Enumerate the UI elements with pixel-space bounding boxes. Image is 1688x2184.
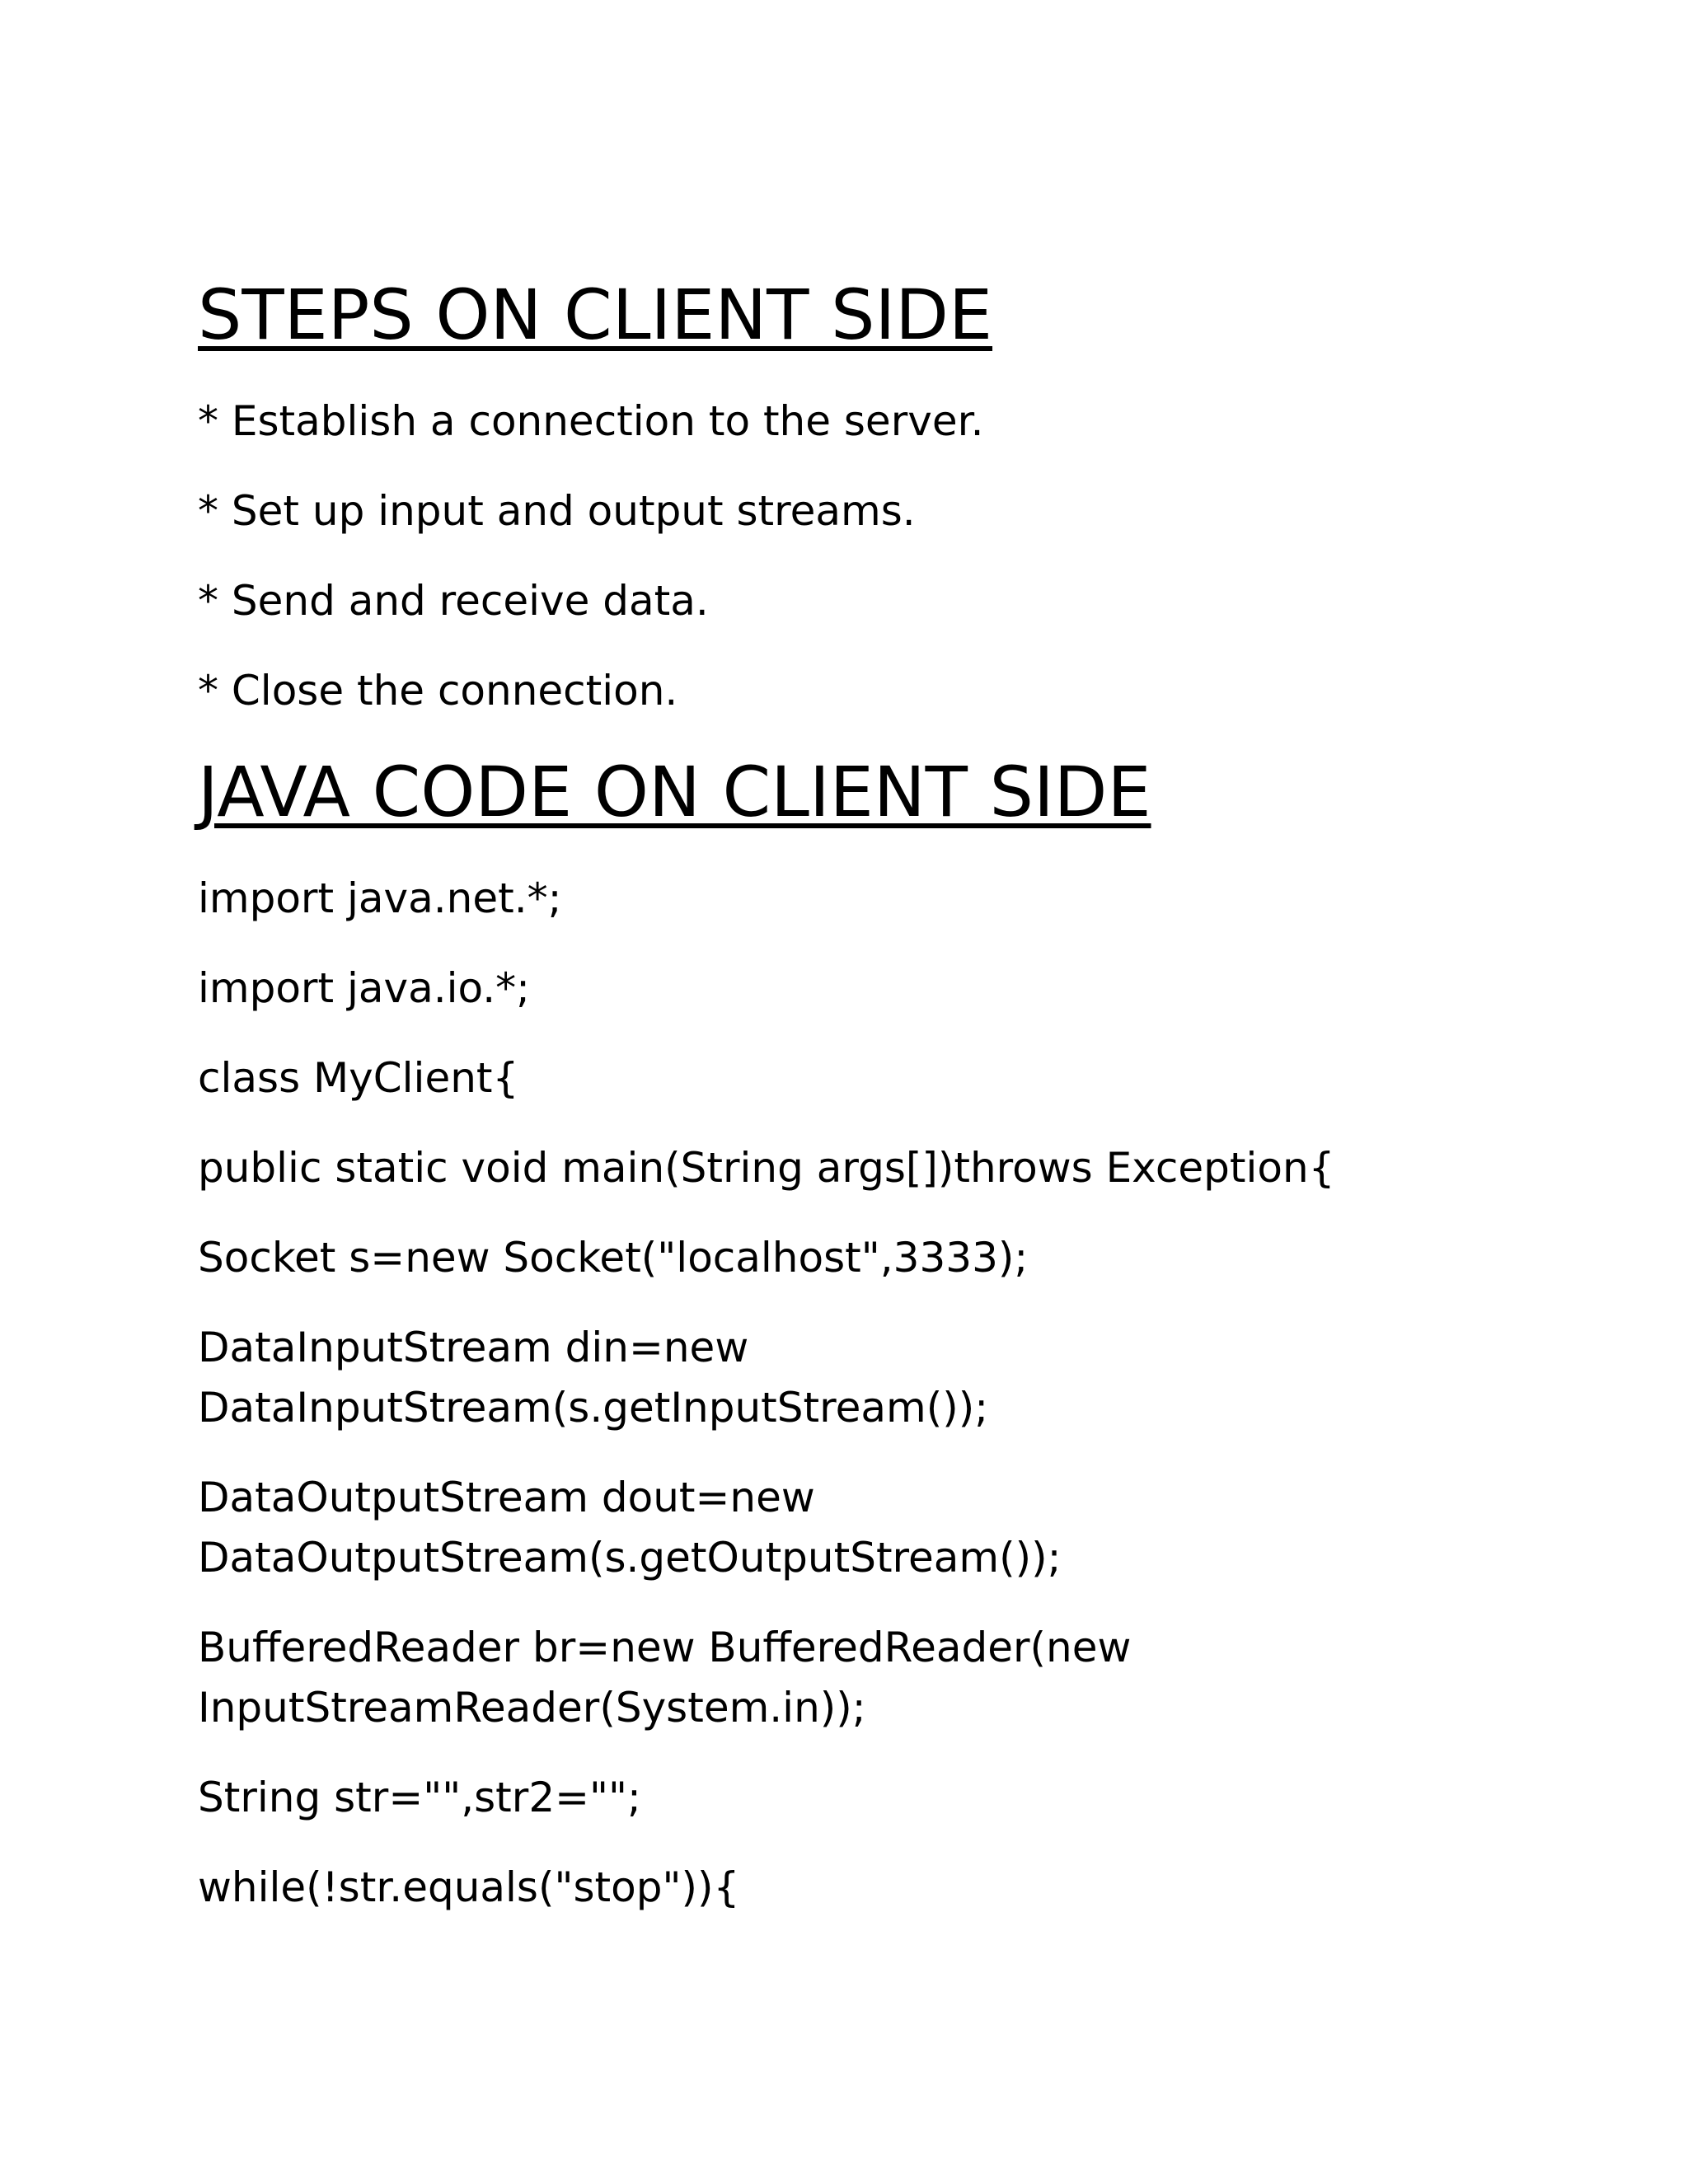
code-line-while-loop: while(!str.equals("stop")){ xyxy=(198,1863,740,1911)
code-line-dataoutputstream: DataOutputStream dout=new DataOutputStre… xyxy=(198,1473,1062,1582)
step-item-close-connection: * Close the connection. xyxy=(198,666,678,715)
code-line-main-method: public static void main(String args[])th… xyxy=(198,1143,1335,1192)
code-line-socket-creation: Socket s=new Socket("localhost",3333); xyxy=(198,1233,1029,1282)
step-item-establish-connection: * Establish a connection to the server. xyxy=(198,396,984,445)
heading-steps-on-client-side: STEPS ON CLIENT SIDE xyxy=(198,274,993,355)
code-line-datainputstream: DataInputStream din=new DataInputStream(… xyxy=(198,1323,989,1432)
code-line-import-io: import java.io.*; xyxy=(198,963,530,1012)
code-line-import-net: import java.net.*; xyxy=(198,874,562,922)
step-item-send-receive: * Send and receive data. xyxy=(198,576,709,625)
heading-java-code-on-client-side: JAVA CODE ON CLIENT SIDE xyxy=(198,751,1151,832)
step-item-setup-streams: * Set up input and output streams. xyxy=(198,486,916,535)
code-line-string-declaration: String str="",str2=""; xyxy=(198,1773,641,1821)
client-steps-list: * Establish a connection to the server. … xyxy=(198,391,1498,721)
java-client-code-block: import java.net.*; import java.io.*; cla… xyxy=(198,869,1498,1918)
code-line-class-declaration: class MyClient{ xyxy=(198,1053,519,1102)
code-line-bufferedreader: BufferedReader br=new BufferedReader(new… xyxy=(198,1623,1132,1732)
